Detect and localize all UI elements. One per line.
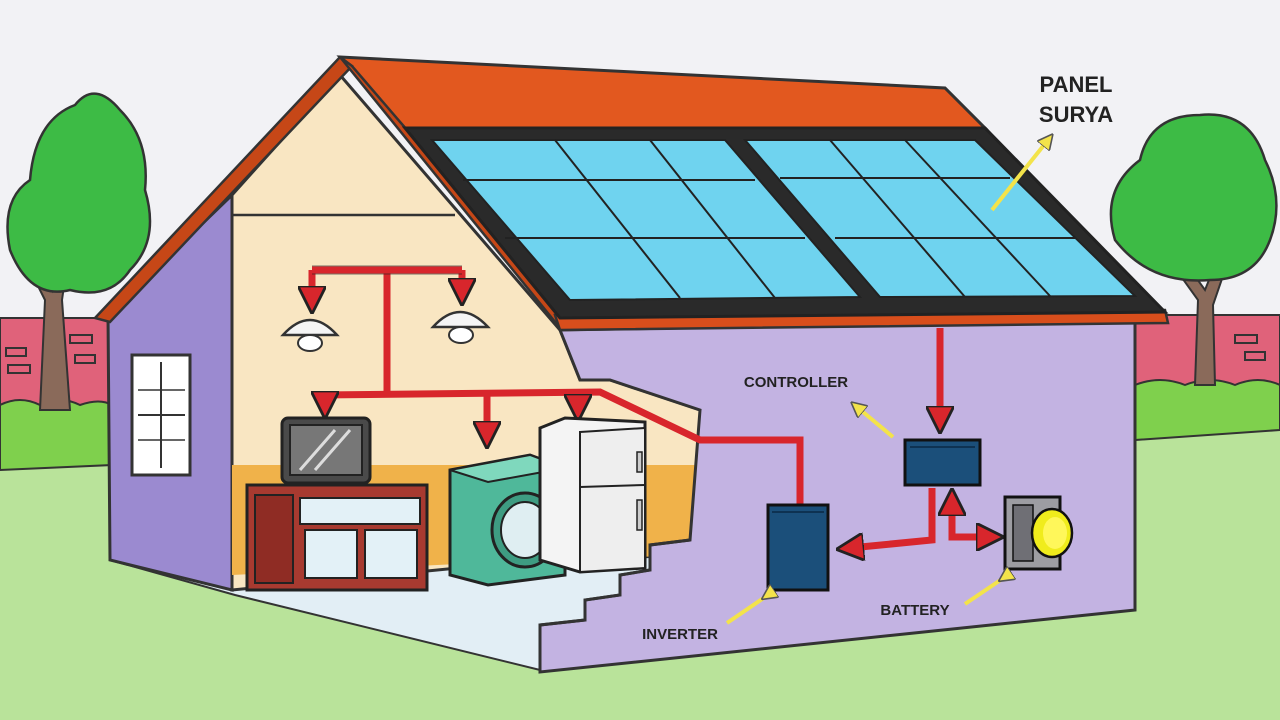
controller-label: CONTROLLER xyxy=(744,374,848,391)
wiring xyxy=(312,266,990,548)
refrigerator-icon xyxy=(538,416,647,574)
stairs xyxy=(538,538,691,672)
battery-label: BATTERY xyxy=(880,602,949,619)
inverter-icon xyxy=(766,503,830,592)
pointer-panel xyxy=(990,140,1048,212)
battery-icon xyxy=(1003,495,1074,571)
window-icon xyxy=(130,353,192,477)
wire-controller-to-inverter xyxy=(850,488,936,548)
right-hedge xyxy=(1134,379,1280,442)
tv-cabinet xyxy=(245,483,429,592)
wire-main xyxy=(319,388,804,505)
solar-panel-right xyxy=(742,139,1138,299)
panel-surya-label-line1: PANEL xyxy=(1040,72,1113,97)
wiring-outline xyxy=(312,265,462,275)
solar-panel-array xyxy=(401,126,1169,320)
pointer-controller xyxy=(857,407,895,439)
pointer-inverter xyxy=(725,595,768,625)
pointer-arrows xyxy=(725,140,1048,625)
controller-icon xyxy=(903,438,982,487)
pointer-battery xyxy=(963,577,1005,606)
wire-controller-to-battery xyxy=(952,502,990,537)
tv-icon xyxy=(280,416,372,485)
panel-surya-label-line2: SURYA xyxy=(1039,102,1113,127)
inverter-label: INVERTER xyxy=(642,626,718,643)
lamp-icon-right xyxy=(430,310,491,344)
lamp-icon-left xyxy=(280,318,340,352)
left-tree-icon xyxy=(6,92,152,411)
right-tree-icon xyxy=(1109,113,1278,386)
